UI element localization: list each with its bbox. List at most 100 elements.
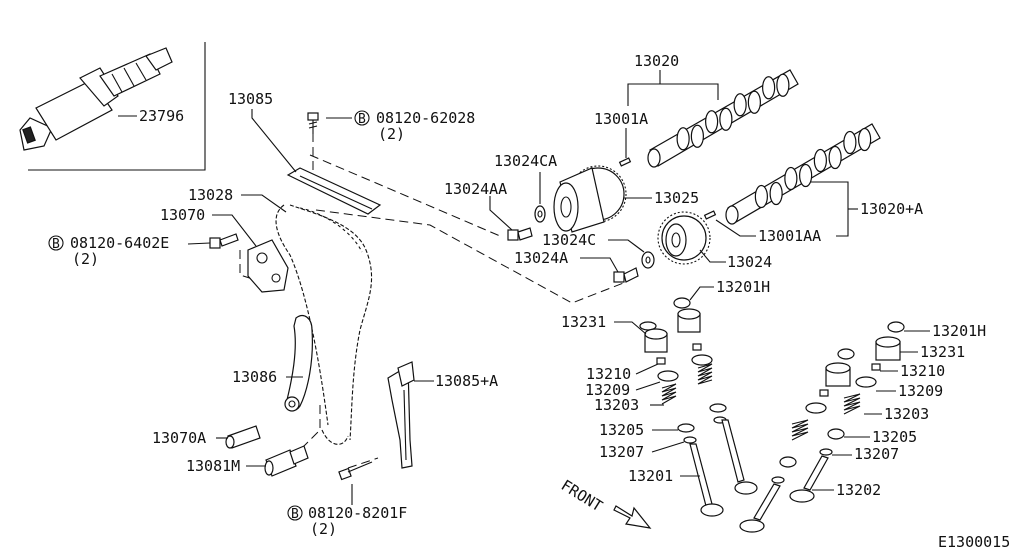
cam-sprocket-13024[interactable] (657, 211, 711, 265)
label-13024C: 13024C (542, 231, 596, 249)
cam-lobe (747, 90, 761, 114)
spring-seat-13209-right[interactable] (805, 376, 877, 414)
label-13024CA: 13024CA (494, 152, 557, 170)
shim-13201H-left[interactable] (673, 297, 691, 309)
slack-guide-13086[interactable] (284, 315, 313, 412)
cam-lobe (828, 145, 842, 170)
label-13207-2: 13207 (854, 445, 899, 463)
cam-lobe (762, 76, 776, 100)
cam-lobe (769, 181, 783, 206)
label-13205-2: 13205 (872, 428, 917, 446)
camshaft-sensor-23796[interactable] (19, 47, 173, 151)
bolt-symbol-3 (287, 505, 303, 521)
cam-lobe (705, 110, 719, 134)
bolt-13024A[interactable] (613, 267, 639, 283)
shim-13201H-right[interactable] (887, 321, 905, 333)
label-13020: 13020 (634, 52, 679, 70)
bolt-symbol-text-2: B (52, 237, 60, 252)
bolt-08120-8201F[interactable] (338, 461, 373, 481)
cam-lobe (719, 107, 733, 131)
cam-lobe (843, 130, 857, 155)
label-13207-1: 13207 (599, 443, 644, 461)
spring-13203-left[interactable] (661, 363, 713, 405)
label-13024AA: 13024AA (444, 180, 507, 198)
cam-lobe (676, 127, 690, 151)
dowel-13001A[interactable] (618, 157, 632, 167)
label-13201H-2: 13201H (932, 322, 986, 340)
valve-train-left: 13201H 13231 13210 13209 13203 (561, 278, 770, 517)
valve-13201-left[interactable] (689, 419, 758, 517)
cam-lobe (813, 148, 827, 173)
washer-13024C[interactable] (641, 251, 655, 269)
bolt-qty-3: (2) (310, 520, 337, 538)
bolt-symbol-2 (48, 235, 64, 251)
cam-lobe (776, 73, 790, 97)
bolt-qty-2: (2) (72, 250, 99, 268)
bolt-08120-62028[interactable] (307, 112, 319, 134)
label-23796: 23796 (139, 107, 184, 125)
label-13209-1: 13209 (585, 381, 630, 399)
timing-chain-13028[interactable] (275, 204, 373, 445)
label-13210-2: 13210 (900, 362, 945, 380)
label-13203-1: 13203 (594, 396, 639, 414)
label-13024A: 13024A (514, 249, 568, 267)
sensor-inset: 23796 (19, 42, 206, 171)
spring-13203-right[interactable] (791, 393, 861, 441)
label-13209-2: 13209 (898, 382, 943, 400)
label-13001AA: 13001AA (758, 227, 821, 245)
label-13020A: 13020+A (860, 200, 923, 218)
label-13028: 13028 (188, 186, 233, 204)
chain-tensioner-13070[interactable] (247, 239, 289, 293)
valve-seal-13205-right[interactable] (779, 428, 845, 468)
label-13231-2: 13231 (920, 343, 965, 361)
camshaft-intake[interactable] (725, 123, 881, 225)
front-arrow-icon (613, 505, 652, 529)
cam-lobe (733, 93, 747, 117)
valve-13202-right[interactable] (739, 455, 829, 533)
bolt-code-2: 08120-6402E (70, 234, 169, 252)
reference-lines (239, 133, 627, 469)
label-13070: 13070 (160, 206, 205, 224)
valve-train-right: 13201H 13231 13210 13209 13203 (739, 321, 986, 533)
label-13201H-1: 13201H (716, 278, 770, 296)
bolt-13024AA[interactable] (507, 227, 533, 241)
cam-lobe (784, 166, 798, 191)
label-13001A: 13001A (594, 110, 648, 128)
lifter-13231-left-a[interactable] (677, 308, 701, 333)
label-13086: 13086 (232, 368, 277, 386)
valve-seal-13205-left[interactable] (677, 403, 727, 433)
cam-lobe (858, 127, 872, 152)
chain-guide-13085A[interactable] (387, 361, 415, 469)
lifter-13231-right[interactable] (825, 336, 901, 387)
bolt-qty-1: (2) (378, 125, 405, 143)
bolt-code-1: 08120-62028 (376, 109, 475, 127)
cam-lobe (754, 184, 768, 209)
retainer-13210-right[interactable] (819, 363, 881, 397)
label-13081M: 13081M (186, 457, 240, 475)
diagram-id: E1300015 (938, 533, 1010, 551)
label-13231-1: 13231 (561, 313, 606, 331)
front-label: FRONT (558, 476, 606, 515)
valve-guide-13207-right[interactable] (771, 448, 833, 484)
retainer-13210-left[interactable] (656, 343, 702, 365)
label-13085A: 13085+A (435, 372, 498, 390)
label-13210-1: 13210 (586, 365, 631, 383)
bolt-code-3: 08120-8201F (308, 504, 407, 522)
spring-seat-13209-left[interactable] (657, 354, 713, 382)
label-13201: 13201 (628, 467, 673, 485)
cam-lobe (799, 163, 813, 188)
label-13085: 13085 (228, 90, 273, 108)
pin-13070A[interactable] (225, 425, 261, 449)
chain-guide-13085[interactable] (286, 167, 382, 215)
bolt-symbol-text-3: B (291, 507, 299, 522)
cam-sprocket-13025[interactable] (553, 165, 627, 233)
lifter-13231-left-b[interactable] (639, 321, 668, 353)
bolt-08120-6402E[interactable] (209, 233, 239, 249)
tensioner-13081M[interactable] (264, 445, 309, 477)
camshaft-exhaust[interactable] (647, 69, 799, 168)
bolt-symbol-text-1: B (358, 112, 366, 127)
dowel-13001AA[interactable] (703, 210, 717, 220)
washer-13024CA[interactable] (534, 205, 546, 223)
